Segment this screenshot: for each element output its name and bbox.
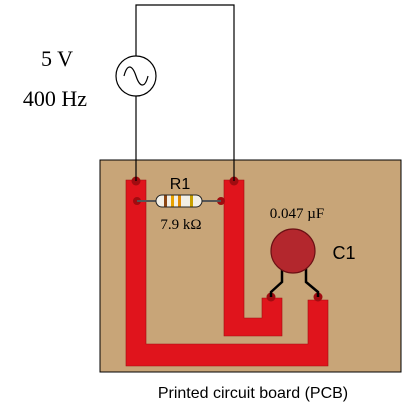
trace-left-bottom-loop <box>125 179 329 367</box>
r1-band-1 <box>164 195 167 207</box>
r1-band-2 <box>171 195 174 207</box>
r1-designator: R1 <box>170 176 191 193</box>
r1-band-4 <box>190 195 193 207</box>
capacitor-c1 <box>269 228 320 297</box>
c1-body <box>270 228 316 274</box>
c1-value: 0.047 µF <box>270 206 325 222</box>
c1-designator: C1 <box>332 243 355 263</box>
source-frequency-label: 400 Hz <box>23 86 87 111</box>
pcb-caption: Printed circuit board (PCB) <box>158 385 348 402</box>
trace-right-u-loop <box>223 179 283 337</box>
ac-sine-icon <box>123 66 149 86</box>
r1-band-3 <box>178 195 181 207</box>
r1-value: 7.9 kΩ <box>160 217 201 233</box>
copper-traces <box>125 179 329 367</box>
c1-lead-left <box>269 268 284 297</box>
wire-left <box>135 4 235 181</box>
resistor-r1 <box>137 194 221 208</box>
ac-source <box>115 55 157 97</box>
c1-lead-right <box>304 268 320 297</box>
pcb-board <box>99 159 402 373</box>
source-voltage-label: 5 V <box>41 46 73 71</box>
wires <box>135 4 235 181</box>
